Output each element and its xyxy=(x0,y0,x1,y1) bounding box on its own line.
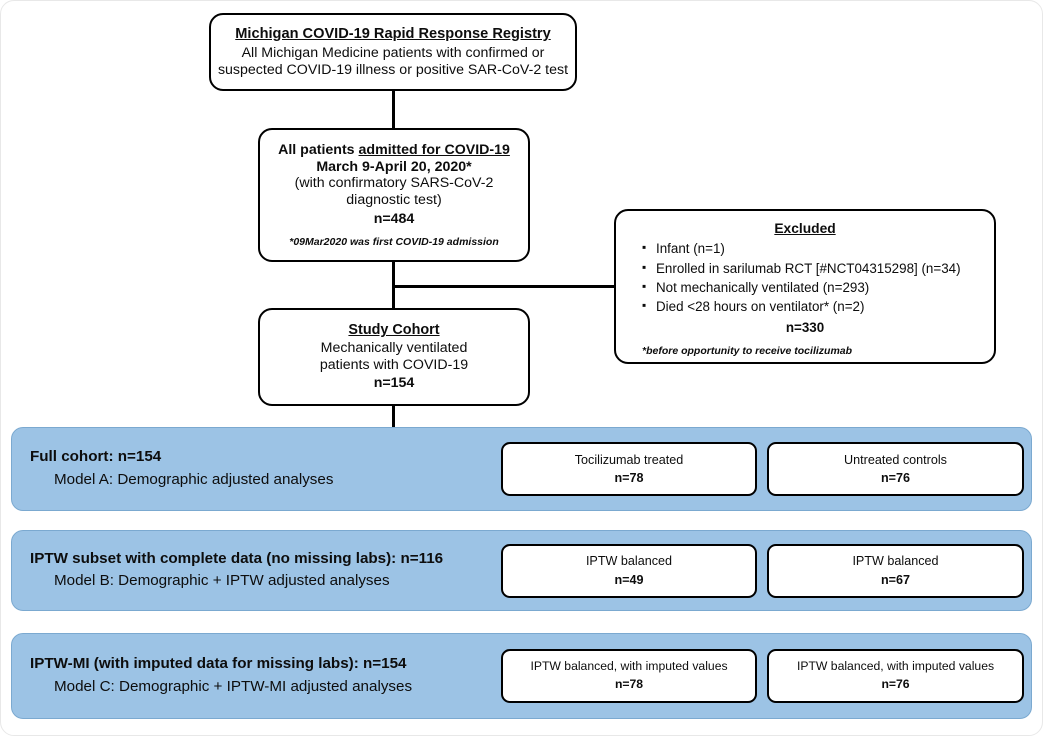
group-box-count: n=67 xyxy=(880,572,911,587)
group-box-count: n=49 xyxy=(614,572,644,587)
excluded-list: Infant (n=1) Enrolled in sarilumab RCT [… xyxy=(630,240,980,318)
list-item: Enrolled in sarilumab RCT [#NCT04315298]… xyxy=(642,260,980,278)
band-label-line-1: IPTW-MI (with imputed data for missing l… xyxy=(30,655,407,673)
study-cohort-line-1: Mechanically ventilated xyxy=(320,340,468,357)
admitted-line-4: diagnostic test) xyxy=(346,192,442,209)
study-cohort-title: Study Cohort xyxy=(348,322,440,339)
band-label-line-2: Model B: Demographic + IPTW adjusted ana… xyxy=(54,572,390,590)
registry-line-2: suspected COVID-19 illness or positive S… xyxy=(217,61,569,78)
group-box-label: Tocilizumab treated xyxy=(574,452,684,467)
band-label: IPTW-MI (with imputed data for missing l… xyxy=(30,653,412,699)
admitted-line-2: March 9-April 20, 2020* xyxy=(316,158,472,175)
list-item: Infant (n=1) xyxy=(642,240,980,258)
band-label-line-2: Model C: Demographic + IPTW-MI adjusted … xyxy=(54,678,413,695)
group-box-count: n=78 xyxy=(614,471,644,485)
group-box-control: Untreated controls n=76 xyxy=(767,442,1024,496)
group-box-treated: IPTW balanced n=49 xyxy=(501,543,757,598)
study-cohort-box: Study Cohort Mechanically ventilated pat… xyxy=(258,308,530,406)
excluded-footnote: *before opportunity to receive tocilizum… xyxy=(642,345,853,358)
excluded-count: n=330 xyxy=(785,320,825,336)
registry-line-1: All Michigan Medicine patients with conf… xyxy=(241,44,545,61)
registry-title: Michigan COVID-19 Rapid Response Registr… xyxy=(235,25,551,42)
group-box-label: IPTW balanced, with imputed values xyxy=(530,659,728,674)
band-label: Full cohort: n=154 Model A: Demographic … xyxy=(30,446,333,492)
admitted-footnote: *09Mar2020 was first COVID-19 admission xyxy=(289,235,499,248)
connector-cohort-to-bands xyxy=(392,403,395,429)
admitted-line-3: (with confirmatory SARS-CoV-2 xyxy=(294,175,494,192)
group-box-label: IPTW balanced xyxy=(852,554,939,569)
connector-to-excluded xyxy=(392,285,616,288)
admitted-count: n=484 xyxy=(373,210,415,227)
admitted-title-prefix: All patients xyxy=(278,141,359,158)
group-box-count: n=78 xyxy=(614,677,644,691)
analysis-band-model-b: IPTW subset with complete data (no missi… xyxy=(11,530,1032,611)
group-box-treated: Tocilizumab treated n=78 xyxy=(501,442,757,496)
analysis-band-model-a: Full cohort: n=154 Model A: Demographic … xyxy=(11,427,1032,511)
study-cohort-line-2: patients with COVID-19 xyxy=(319,357,469,374)
group-box-count: n=76 xyxy=(881,677,910,691)
study-cohort-count: n=154 xyxy=(373,374,415,391)
group-box-label: IPTW balanced, with imputed values xyxy=(796,659,995,674)
admitted-box: All patients admitted for COVID-19 March… xyxy=(258,128,530,262)
list-item: Died <28 hours on ventilator* (n=2) xyxy=(642,298,980,316)
group-box-label: Untreated controls xyxy=(844,452,947,467)
group-box-treated: IPTW balanced, with imputed values n=78 xyxy=(501,649,757,703)
registry-box: Michigan COVID-19 Rapid Response Registr… xyxy=(209,13,577,91)
band-label: IPTW subset with complete data (no missi… xyxy=(30,548,443,594)
group-box-label: IPTW balanced xyxy=(585,554,673,569)
band-label-line-1: Full cohort: n=154 xyxy=(30,448,162,466)
group-box-control: IPTW balanced, with imputed values n=76 xyxy=(767,649,1024,703)
analysis-band-model-c: IPTW-MI (with imputed data for missing l… xyxy=(11,633,1032,719)
excluded-title: Excluded xyxy=(774,221,836,236)
list-item: Not mechanically ventilated (n=293) xyxy=(642,279,980,297)
excluded-box: Excluded Infant (n=1) Enrolled in sarilu… xyxy=(614,209,996,364)
admitted-title-underlined: admitted for COVID-19 xyxy=(358,141,510,158)
group-box-control: IPTW balanced n=67 xyxy=(767,543,1024,598)
band-label-line-1: IPTW subset with complete data (no missi… xyxy=(30,549,444,567)
admitted-title: All patients admitted for COVID-19 xyxy=(278,142,510,159)
connector-registry-to-admitted xyxy=(392,89,395,131)
group-box-count: n=76 xyxy=(880,471,911,485)
band-label-line-2: Model A: Demographic adjusted analyses xyxy=(54,471,334,488)
